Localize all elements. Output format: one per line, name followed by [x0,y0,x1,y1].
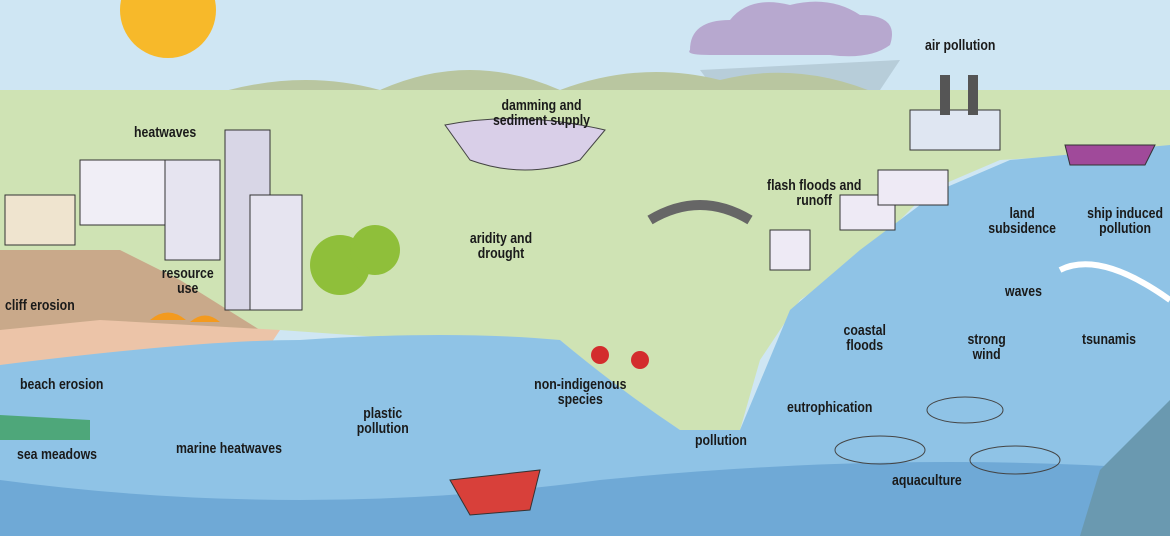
label-strong-wind: strong wind [967,331,1006,363]
sea [0,145,1170,536]
label-eutrophication: eutrophication [787,399,873,416]
label-beach-erosion: beach erosion [20,376,104,393]
label-pollution: pollution [695,432,747,449]
label-resource-use: resource use [161,265,214,297]
label-aridity: aridity and drought [469,230,533,262]
label-land-subsidence: land subsidence [988,205,1056,237]
label-damming: damming and sediment supply [492,97,591,129]
label-coastal-floods: coastal floods [843,322,886,354]
label-flash-floods: flash floods and runoff [767,177,862,209]
sun-icon [120,0,216,58]
label-air-pollution: air pollution [925,37,996,54]
label-ship-pollution: ship induced pollution [1087,205,1164,237]
label-plastic-pollution: plastic pollution [356,405,409,437]
label-cliff-erosion: cliff erosion [5,297,75,314]
label-sea-meadows: sea meadows [17,446,98,463]
label-tsunamis: tsunamis [1082,331,1137,348]
label-non-indigenous: non-indigenous species [534,376,627,408]
cloud-icon [689,1,892,57]
label-aquaculture: aquaculture [892,472,962,489]
label-marine-heatwaves: marine heatwaves [176,440,282,457]
label-heatwaves: heatwaves [134,124,197,141]
label-waves: waves [1005,283,1042,300]
